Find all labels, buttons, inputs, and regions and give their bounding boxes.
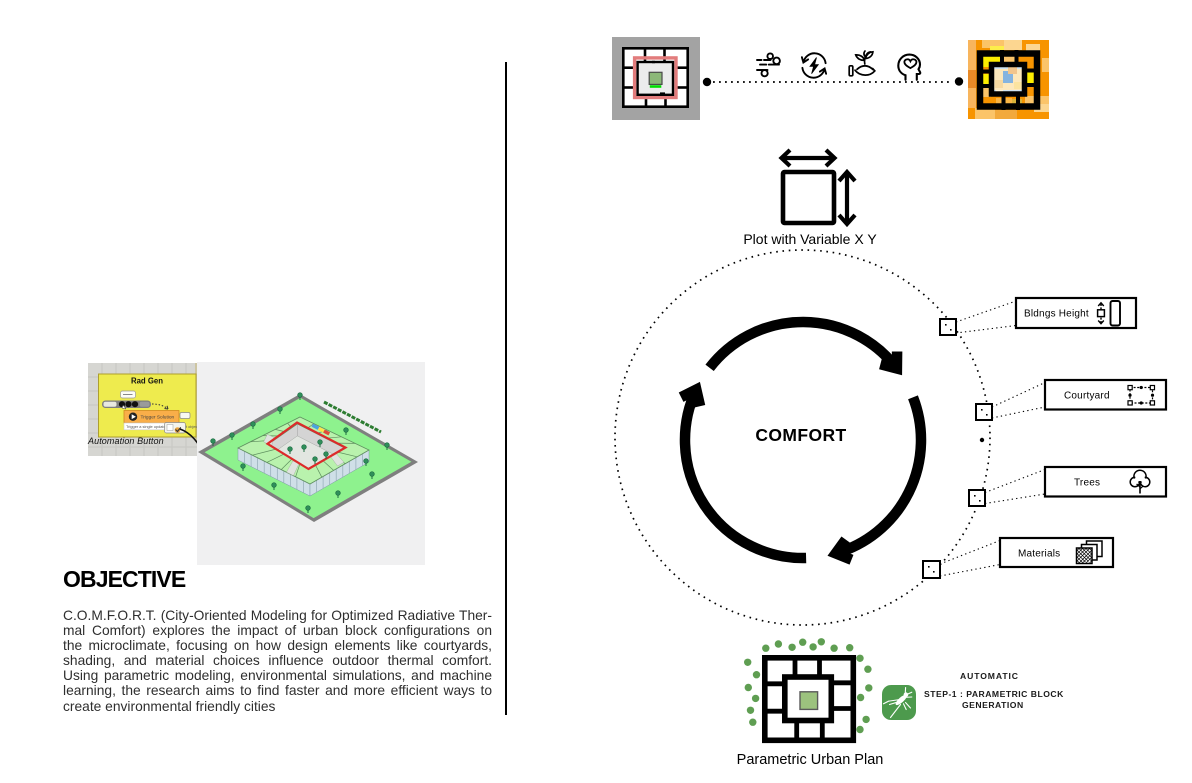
svg-text:Courtyard: Courtyard <box>1064 391 1110 402</box>
svg-text:Trigger Solution: Trigger Solution <box>141 415 175 421</box>
svg-text:Rad Gen: Rad Gen <box>131 377 163 386</box>
svg-text:Trigger a single update on all: Trigger a single update on all target ob… <box>126 424 201 429</box>
svg-text:Trees: Trees <box>1074 478 1100 489</box>
svg-text:Bldngs Height: Bldngs Height <box>1024 309 1089 320</box>
svg-text:Materials: Materials <box>1018 549 1060 560</box>
